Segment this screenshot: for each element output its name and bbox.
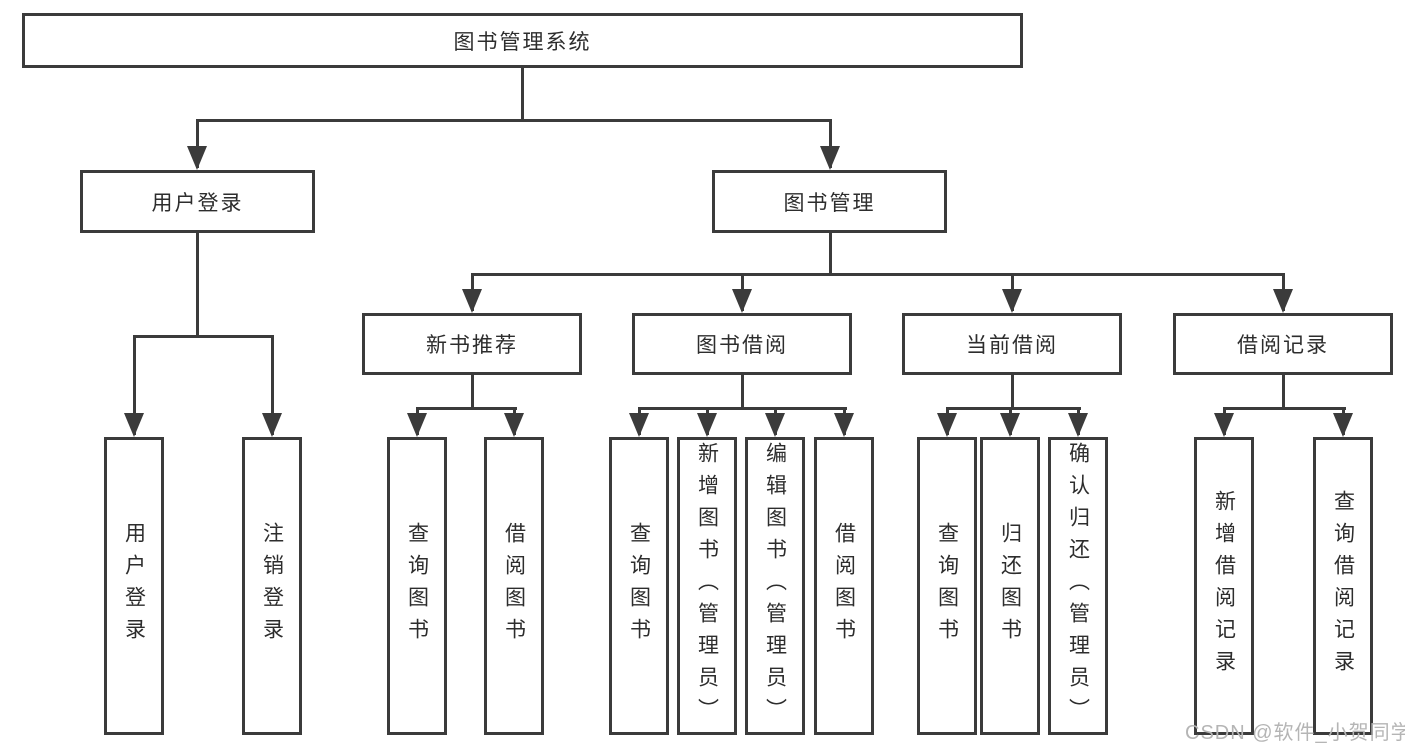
arrow-down-icon bbox=[504, 413, 524, 437]
node-new-book-recommend-label: 新书推荐 bbox=[426, 334, 518, 357]
arrow-down-icon bbox=[697, 413, 717, 437]
leaf-borrow-book: 借阅图书 bbox=[814, 437, 874, 735]
arrow-down-icon bbox=[732, 289, 752, 313]
arrow-down-icon bbox=[407, 413, 427, 437]
node-root: 图书管理系统 bbox=[22, 13, 1023, 68]
node-root-label: 图书管理系统 bbox=[453, 30, 592, 54]
connector-line bbox=[133, 335, 274, 338]
connector-line bbox=[1011, 375, 1014, 407]
connector-line bbox=[416, 407, 517, 410]
leaf-borrow-edit-admin-label: 编辑图书（管理员） bbox=[763, 442, 787, 730]
connector-line bbox=[196, 233, 199, 335]
node-book-borrow-label: 图书借阅 bbox=[696, 334, 788, 357]
leaf-current-return: 归还图书 bbox=[980, 437, 1040, 735]
leaf-logout-label: 注销登录 bbox=[260, 522, 284, 650]
connector-line bbox=[471, 375, 474, 407]
leaf-newbook-borrow-label: 借阅图书 bbox=[502, 522, 526, 650]
arrow-down-icon bbox=[1068, 413, 1088, 437]
leaf-record-add-label: 新增借阅记录 bbox=[1212, 490, 1236, 682]
leaf-newbook-borrow: 借阅图书 bbox=[484, 437, 544, 735]
connector-line bbox=[741, 375, 744, 407]
leaf-borrow-edit-admin: 编辑图书（管理员） bbox=[745, 437, 805, 735]
leaf-borrow-add-admin: 新增图书（管理员） bbox=[677, 437, 737, 735]
node-current-borrow: 当前借阅 bbox=[902, 313, 1122, 375]
connector-line bbox=[521, 68, 524, 119]
leaf-borrow-query-label: 查询图书 bbox=[627, 522, 651, 650]
watermark: CSDN @软件_小贺同学 bbox=[1185, 722, 1405, 744]
node-new-book-recommend: 新书推荐 bbox=[362, 313, 582, 375]
leaf-newbook-query: 查询图书 bbox=[387, 437, 447, 735]
leaf-record-add: 新增借阅记录 bbox=[1194, 437, 1254, 735]
node-current-borrow-label: 当前借阅 bbox=[966, 334, 1058, 357]
arrow-down-icon bbox=[1000, 413, 1020, 437]
connector-line bbox=[829, 233, 832, 273]
connector-line bbox=[638, 407, 847, 410]
connector-line bbox=[133, 335, 136, 435]
connector-line bbox=[1282, 375, 1285, 407]
arrow-down-icon bbox=[820, 146, 840, 170]
node-borrow-record: 借阅记录 bbox=[1173, 313, 1393, 375]
connector-line bbox=[271, 335, 274, 435]
connector-line bbox=[946, 407, 1081, 410]
connector-line bbox=[471, 273, 1285, 276]
leaf-borrow-query: 查询图书 bbox=[609, 437, 669, 735]
arrow-down-icon bbox=[765, 413, 785, 437]
leaf-record-query-label: 查询借阅记录 bbox=[1331, 490, 1355, 682]
leaf-newbook-query-label: 查询图书 bbox=[405, 522, 429, 650]
arrow-down-icon bbox=[124, 413, 144, 437]
arrow-down-icon bbox=[629, 413, 649, 437]
connector-line bbox=[1223, 407, 1346, 410]
node-book-borrow: 图书借阅 bbox=[632, 313, 852, 375]
leaf-current-query-label: 查询图书 bbox=[935, 522, 959, 650]
connector-line bbox=[196, 119, 832, 122]
arrow-down-icon bbox=[937, 413, 957, 437]
leaf-borrow-book-label: 借阅图书 bbox=[832, 522, 856, 650]
arrow-down-icon bbox=[1273, 289, 1293, 313]
node-user-login-label: 用户登录 bbox=[151, 191, 244, 215]
arrow-down-icon bbox=[1333, 413, 1353, 437]
node-book-management-label: 图书管理 bbox=[783, 191, 876, 215]
leaf-current-query: 查询图书 bbox=[917, 437, 977, 735]
node-borrow-record-label: 借阅记录 bbox=[1237, 334, 1329, 357]
arrow-down-icon bbox=[262, 413, 282, 437]
connector-line bbox=[196, 119, 199, 168]
node-book-management: 图书管理 bbox=[712, 170, 947, 233]
arrow-down-icon bbox=[462, 289, 482, 313]
node-user-login: 用户登录 bbox=[80, 170, 315, 233]
leaf-user-login: 用户登录 bbox=[104, 437, 164, 735]
leaf-user-login-label: 用户登录 bbox=[122, 522, 146, 650]
arrow-down-icon bbox=[187, 146, 207, 170]
connector-line bbox=[829, 119, 832, 168]
leaf-current-return-label: 归还图书 bbox=[998, 522, 1022, 650]
arrow-down-icon bbox=[834, 413, 854, 437]
leaf-current-confirm-admin: 确认归还（管理员） bbox=[1048, 437, 1108, 735]
leaf-current-confirm-admin-label: 确认归还（管理员） bbox=[1066, 442, 1090, 730]
leaf-borrow-add-admin-label: 新增图书（管理员） bbox=[695, 442, 719, 730]
arrow-down-icon bbox=[1214, 413, 1234, 437]
arrow-down-icon bbox=[1002, 289, 1022, 313]
leaf-record-query: 查询借阅记录 bbox=[1313, 437, 1373, 735]
leaf-logout: 注销登录 bbox=[242, 437, 302, 735]
